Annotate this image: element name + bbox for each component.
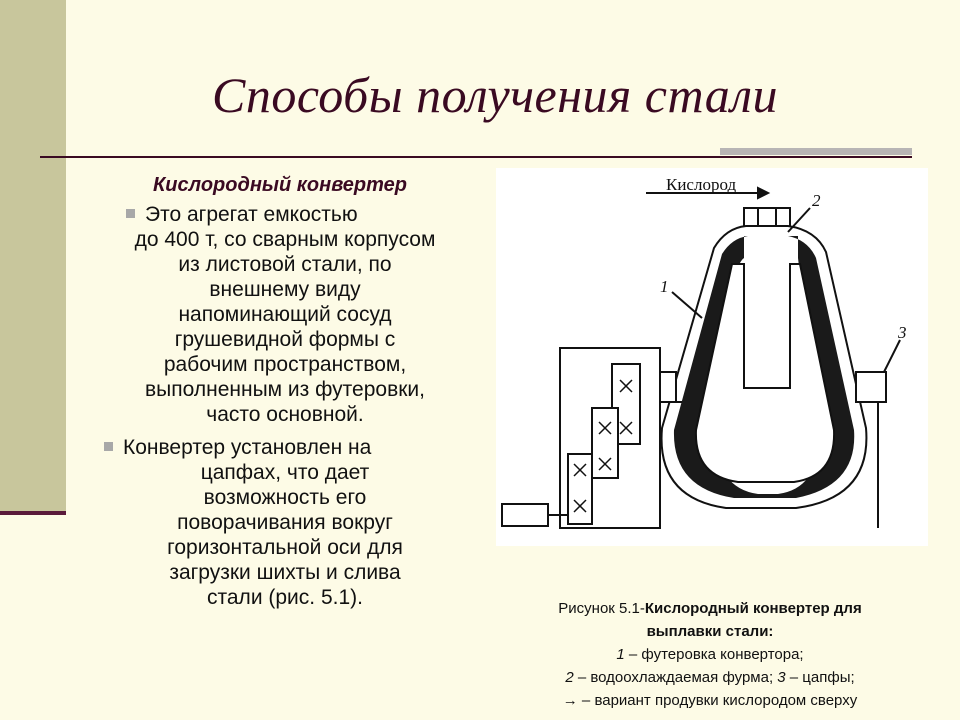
bullet-1-line: рабочим пространством, — [163, 353, 407, 376]
bullet-1-line: до 400 т, со сварным корпусом — [134, 228, 436, 251]
figure-caption: Рисунок 5.1-Кислородный конвертер для вы… — [500, 597, 920, 712]
section-subtitle: Кислородный конвертер — [153, 174, 407, 196]
bullet-2-line: горизонтальной оси для — [167, 536, 403, 559]
square-bullet-icon — [104, 441, 113, 451]
title-accent-bar — [720, 148, 912, 155]
bullet-2-line-1: Конвертер установлен на — [80, 435, 490, 460]
caption-line-3: 1 – футеровка конвертора; — [616, 646, 804, 663]
label-3: 3 — [897, 323, 907, 342]
bullet-1-line-1: Это агрегат емкостью — [80, 202, 490, 227]
square-bullet-icon — [126, 208, 135, 218]
lining-dark — [673, 236, 855, 498]
bullet-1-line: внешнему виду — [209, 278, 361, 301]
caption-line-1: Рисунок 5.1-Кислородный конвертер для — [558, 600, 862, 617]
converter-figure: Кислород 1 2 3 — [496, 168, 928, 546]
bullet-1: Это агрегат емкостью до 400 т, со сварны… — [80, 202, 490, 427]
converter-drawing: Кислород 1 2 3 — [501, 175, 907, 529]
bullet-2: Конвертер установлен на цапфах, что дает… — [80, 435, 490, 610]
bullet-1-line: напоминающий сосуд — [178, 303, 392, 326]
bullet-1-line: грушевидной формы с — [174, 328, 396, 351]
label-1: 1 — [660, 277, 669, 296]
motor — [501, 503, 549, 527]
bullet-2-line: загрузки шихты и слива — [169, 561, 401, 584]
bullet-2-line: поворачивания вокруг — [177, 511, 393, 534]
bullet-1-line: выполненным из футеровки, — [145, 378, 425, 401]
label-2: 2 — [812, 191, 821, 210]
caption-line-4: 2 – водоохлаждаемая фурма; 3 – цапфы; — [565, 669, 855, 686]
caption-line-5: → – вариант продувки кислородом сверху — [562, 692, 858, 709]
bullet-2-line: стали (рис. 5.1). — [207, 586, 363, 609]
left-decor-line — [0, 511, 66, 515]
oxygen-arrow-head — [757, 186, 771, 200]
oxygen-label: Кислород — [666, 175, 736, 194]
bullet-1-line: из листовой стали, по — [178, 253, 392, 276]
bullet-1-line: часто основной. — [206, 403, 364, 426]
trunnion-right — [855, 371, 887, 403]
slide-title: Способы получения стали — [211, 67, 779, 123]
title-divider — [40, 156, 912, 158]
converter-cavity — [694, 263, 836, 483]
caption-line-2: выплавки стали: — [646, 623, 774, 640]
bullet-2-line: возможность его — [203, 486, 367, 509]
left-decor-bar — [0, 0, 66, 515]
body-text: Это агрегат емкостью до 400 т, со сварны… — [80, 202, 490, 610]
bullet-2-line: цапфах, что дает — [200, 461, 370, 484]
